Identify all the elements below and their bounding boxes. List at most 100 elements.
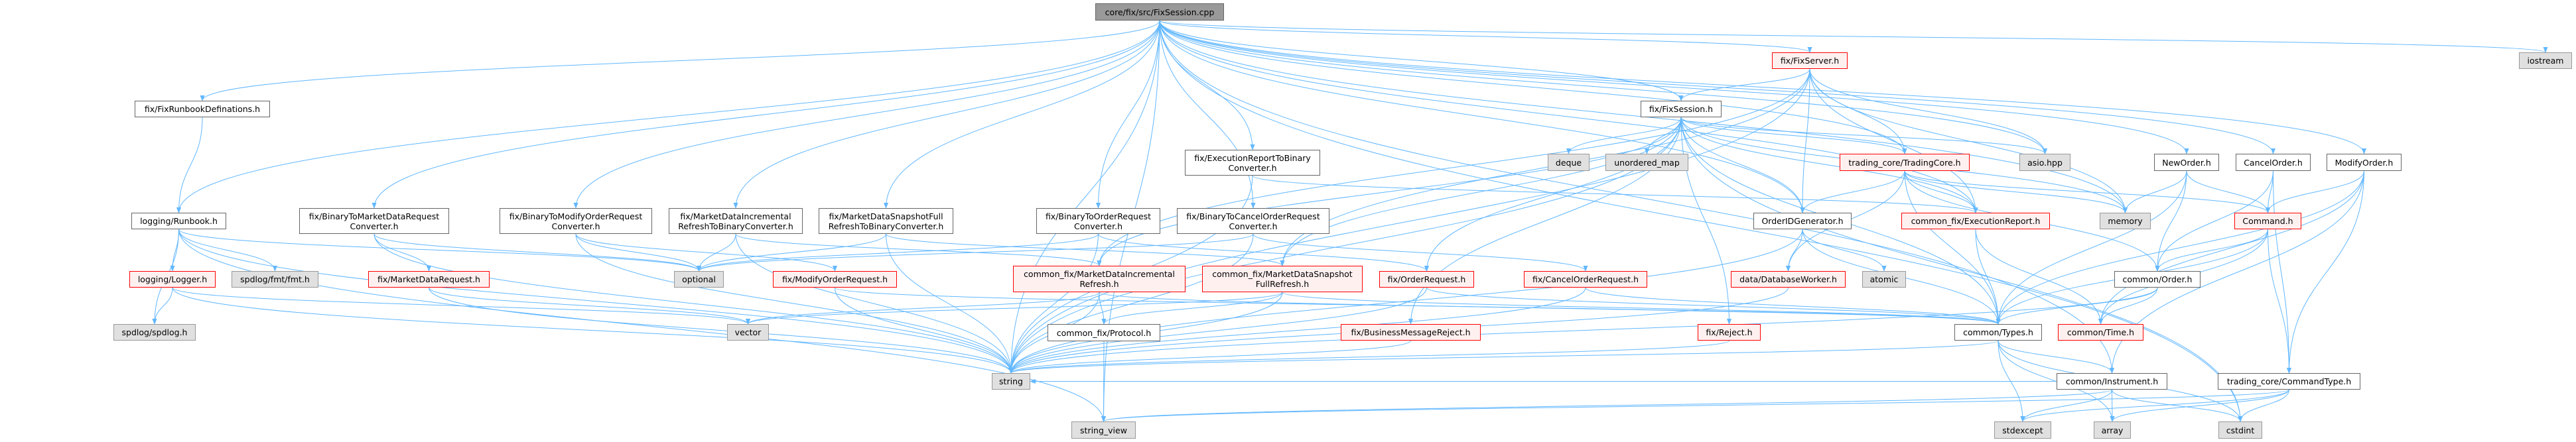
edge-mdr-to-string xyxy=(429,287,1014,374)
edge-runbookdef-to-runbook xyxy=(176,117,203,213)
node-orq[interactable]: fix/OrderRequest.h xyxy=(1379,271,1474,288)
node-string-view[interactable]: string_view xyxy=(1071,421,1136,439)
edge-fixsession-to-orq xyxy=(1424,117,1682,272)
edge-mdsf2b-to-optional xyxy=(696,233,886,272)
node-order[interactable]: common/Order.h xyxy=(2114,271,2201,288)
node-array[interactable]: array xyxy=(2094,421,2131,439)
node-runbook[interactable]: logging/Runbook.h xyxy=(131,213,226,229)
node-cstdint[interactable]: cstdint xyxy=(2218,421,2262,439)
node-spdlog[interactable]: spdlog/spdlog.h xyxy=(113,324,196,341)
node-fixserver[interactable]: fix/FixServer.h xyxy=(1772,52,1848,69)
edge-orq-to-types xyxy=(1426,287,2001,325)
edge-fixsession-to-deque xyxy=(1566,117,1682,154)
edge-oidgen-to-dbworker xyxy=(1785,229,1803,272)
edge-b2or-to-optional xyxy=(697,233,1099,272)
edge-root-to-cstdint xyxy=(1159,20,2243,422)
edge-oidgen-to-atomic xyxy=(1802,229,1887,272)
node-dbworker[interactable]: data/DatabaseWorker.h xyxy=(1731,271,1846,288)
node-oidgen[interactable]: OrderIDGenerator.h xyxy=(1753,213,1852,229)
node-cor[interactable]: fix/CancelOrderRequest.h xyxy=(1524,271,1647,288)
edge-mdir-to-types xyxy=(1099,292,2001,325)
edge-root-to-fixserver xyxy=(1159,20,1812,53)
edge-runbook-to-logger xyxy=(170,229,179,272)
node-deque[interactable]: deque xyxy=(1548,154,1590,171)
node-fmt[interactable]: spdlog/fmt/fmt.h xyxy=(232,271,318,288)
node-mdir[interactable]: common_fix/MarketDataIncremental Refresh… xyxy=(1013,266,1186,292)
node-fixsession[interactable]: fix/FixSession.h xyxy=(1641,101,1722,117)
node-cmdtype[interactable]: trading_core/CommandType.h xyxy=(2218,373,2360,390)
node-atomic[interactable]: atomic xyxy=(1862,271,1906,288)
edge-mdir-to-protocol xyxy=(1099,292,1107,325)
edge-execreport-to-time xyxy=(1975,229,2104,325)
node-optional[interactable]: optional xyxy=(674,271,724,288)
node-mdir2b[interactable]: fix/MarketDataIncremental RefreshToBinar… xyxy=(669,208,803,234)
edge-tradingcore-to-types xyxy=(1904,170,2001,325)
node-instrument[interactable]: common/Instrument.h xyxy=(2057,373,2167,390)
edge-cmdtype-to-string_view xyxy=(1101,389,2289,422)
edge-instrument-to-string_view xyxy=(1101,389,2112,422)
edge-order-to-types xyxy=(1996,287,2158,325)
node-iostream[interactable]: iostream xyxy=(2519,52,2572,69)
edge-runbook-to-string xyxy=(178,229,1014,374)
edge-root-to-b2or xyxy=(1095,20,1160,209)
edge-root-to-oidgen xyxy=(1159,20,1805,213)
edge-execreport-to-types xyxy=(1975,229,2001,325)
edge-b2mdr-to-mdr xyxy=(373,233,432,272)
node-protocol[interactable]: common_fix/Protocol.h xyxy=(1048,324,1160,341)
edge-fixserver-to-tradingcore xyxy=(1809,68,1907,154)
node-umap[interactable]: unordered_map xyxy=(1605,154,1688,171)
node-er2b[interactable]: fix/ExecutionReportToBinary Converter.h xyxy=(1185,150,1320,176)
node-time[interactable]: common/Time.h xyxy=(2058,324,2143,341)
node-types[interactable]: common/Types.h xyxy=(1954,324,2042,341)
edge-neworder-to-memory xyxy=(2122,170,2187,213)
node-execreport[interactable]: common_fix/ExecutionReport.h xyxy=(1901,213,2050,229)
node-b2mor[interactable]: fix/BinaryToModifyOrderRequest Converter… xyxy=(500,208,652,234)
node-memory[interactable]: memory xyxy=(2100,213,2151,229)
node-b2cor[interactable]: fix/BinaryToCancelOrderRequest Converter… xyxy=(1177,208,1329,234)
node-b2mdr[interactable]: fix/BinaryToMarketDataRequest Converter.… xyxy=(299,208,449,234)
node-mor[interactable]: fix/ModifyOrderRequest.h xyxy=(773,271,897,288)
edge-b2mor-to-optional xyxy=(575,233,702,272)
node-bmr[interactable]: fix/BusinessMessageReject.h xyxy=(1341,324,1481,341)
node-runbookdef[interactable]: fix/FixRunbookDefinations.h xyxy=(135,101,270,117)
edge-fixsession-to-tradingcore xyxy=(1680,117,1907,154)
node-b2or[interactable]: fix/BinaryToOrderRequest Converter.h xyxy=(1036,208,1160,234)
node-tradingcore[interactable]: trading_core/TradingCore.h xyxy=(1840,154,1970,171)
node-reject[interactable]: fix/Reject.h xyxy=(1698,324,1761,341)
node-logger[interactable]: logging/Logger.h xyxy=(129,271,216,288)
edge-b2or-to-string xyxy=(1008,233,1099,374)
node-asio[interactable]: asio.hpp xyxy=(2019,154,2070,171)
edge-order-to-string xyxy=(1008,287,2158,374)
edge-root-to-runbookdef xyxy=(200,20,1160,101)
edge-b2mor-to-mor xyxy=(575,233,837,272)
edge-oidgen-to-string xyxy=(1008,229,1803,374)
node-mdr[interactable]: fix/MarketDataRequest.h xyxy=(368,271,490,288)
edge-modifyorder-to-command xyxy=(2265,170,2364,213)
edge-root-to-mdir2b xyxy=(733,20,1160,209)
node-string[interactable]: string xyxy=(992,373,1030,390)
node-neworder[interactable]: NewOrder.h xyxy=(2154,154,2219,171)
edge-cmdtype-to-array xyxy=(2110,389,2289,422)
edge-tradingcore-to-memory xyxy=(1904,170,2128,213)
node-command[interactable]: Command.h xyxy=(2234,213,2301,229)
node-stdexcept[interactable]: stdexcept xyxy=(1994,421,2051,439)
edge-root-to-asio xyxy=(1159,20,2047,154)
node-mdsf2b[interactable]: fix/MarketDataSnapshotFull RefreshToBina… xyxy=(819,208,953,234)
node-modifyorder[interactable]: ModifyOrder.h xyxy=(2327,154,2402,171)
edge-root-to-execreport xyxy=(1159,20,1978,213)
node-root[interactable]: core/fix/src/FixSession.cpp xyxy=(1095,3,1224,21)
edge-cmdtype-to-stdexcept xyxy=(2020,389,2289,422)
edge-instrument-to-array xyxy=(2110,389,2115,422)
edge-mdsf2b-to-mdsf xyxy=(886,233,1285,266)
edge-command-to-order xyxy=(2155,229,2268,272)
edge-instrument-to-cstdint xyxy=(2112,389,2243,422)
edge-tradingcore-to-oidgen xyxy=(1800,170,1905,213)
edge-logger-to-vector xyxy=(172,287,750,325)
edge-order-to-time xyxy=(2098,287,2158,325)
node-cancelorder[interactable]: CancelOrder.h xyxy=(2236,154,2311,171)
node-vector[interactable]: vector xyxy=(727,324,769,341)
edge-fixsession-to-asio xyxy=(1680,117,2047,154)
edge-mdsf-to-vector xyxy=(746,292,1283,325)
edge-types-to-instrument xyxy=(1998,340,2115,374)
node-mdsf[interactable]: common_fix/MarketDataSnapshot FullRefres… xyxy=(1202,266,1363,292)
